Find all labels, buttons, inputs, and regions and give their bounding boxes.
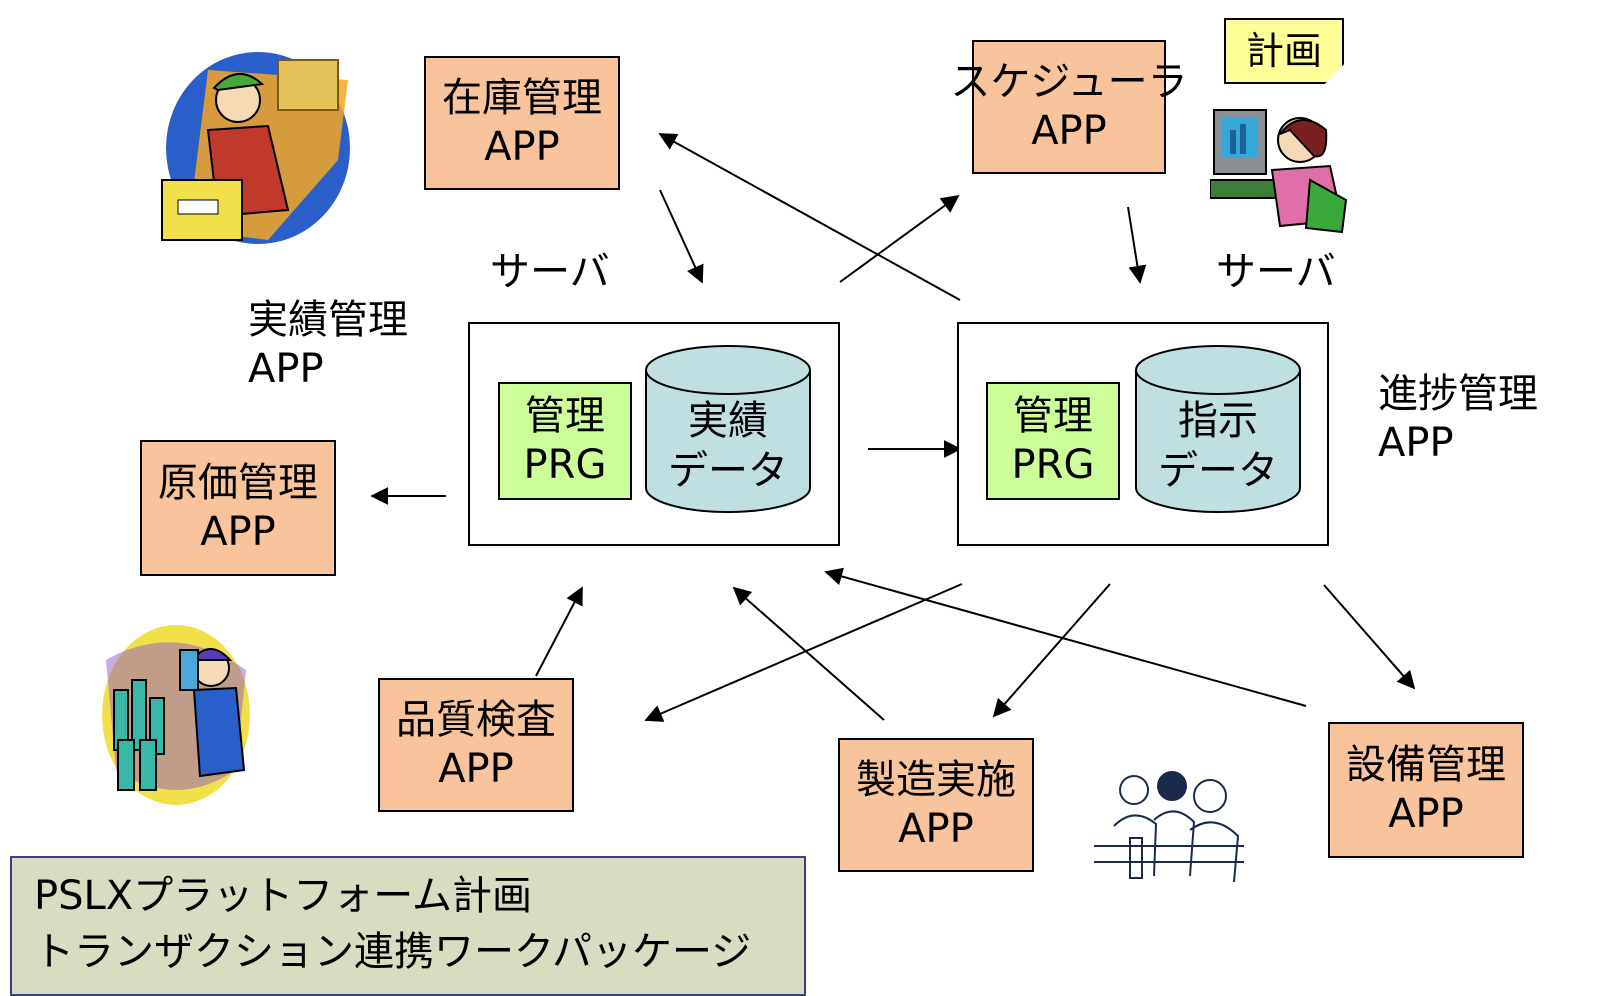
arrow-right-server-to-equipment [1323,584,1416,690]
server-right-prg-line2: PRG [1011,442,1095,488]
server-right-prg-line1: 管理 [1013,393,1093,440]
manufacturing-app-line1: 製造実施 [856,757,1016,804]
woman-at-computer-clipart [1210,109,1348,234]
equipment-app-line2: APP [1388,791,1464,837]
server-left-label: サーバ [490,249,610,295]
cost-app-line2: APP [200,509,276,555]
arrow-right-server-to-inventory [658,133,961,301]
manufacturing-app-line2: APP [898,806,974,852]
cost-app-line1: 原価管理 [158,460,318,507]
equipment-app-line1: 設備管理 [1346,742,1506,789]
inventory-app-box: 在庫管理 APP [424,56,620,190]
server-right-database-icon: 指示 データ [1135,345,1301,513]
footer-caption-box: PSLXプラットフォーム計画 トランザクション連携ワークパッケージ [10,856,806,996]
server-left-prg-line2: PRG [523,442,607,488]
server-left-db-line1: 実績 [688,398,768,444]
results-app-line2: APP [248,345,324,392]
arrow-equipment-to-left-server [824,567,1307,707]
workers-group-clipart [1094,771,1244,883]
arrow-scheduler-to-right-server [1127,206,1147,284]
inventory-app-line2: APP [484,124,560,170]
warehouse-worker-clipart [161,52,350,244]
cost-app-box: 原価管理 APP [140,440,336,576]
arrow-right-server-to-quality [644,583,963,722]
progress-app-line2: APP [1378,419,1454,466]
plan-note: 計画 [1224,18,1344,84]
server-right-label: サーバ [1216,249,1336,295]
quality-app-line2: APP [438,746,514,792]
quality-app-line1: 品質検査 [396,697,556,744]
inventory-app-line1: 在庫管理 [442,75,602,122]
server-right-db-line1: 指示 [1178,398,1258,444]
server-right-db-line2: データ [1158,448,1278,494]
results-app-line1: 実績管理 [248,297,408,343]
equipment-app-box: 設備管理 APP [1328,722,1524,858]
footer-line1: PSLXプラットフォーム計画 [34,873,532,919]
results-app-label: 実績管理 APP [248,296,408,394]
arrow-quality-to-left-server [535,586,583,677]
server-left-prg-box: 管理 PRG [498,382,632,500]
footer-line2: トランザクション連携ワークパッケージ [34,929,752,975]
scheduler-app-line2: APP [1031,108,1107,154]
arrow-inventory-to-left-server [659,189,704,284]
arrow-right-server-to-manufacturing [992,583,1111,718]
server-left-db-line2: データ [668,448,788,494]
scheduler-app-box: スケジューラ APP [950,40,1188,174]
progress-app-label: 進捗管理 APP [1378,370,1538,468]
scheduler-app-line1: スケジューラ [950,59,1188,106]
manufacturing-app-box: 製造実施 APP [838,738,1034,872]
plan-note-text: 計画 [1245,28,1322,73]
server-right-prg-box: 管理 PRG [986,382,1120,500]
arrow-manufacturing-to-left-server [732,586,885,721]
quality-app-box: 品質検査 APP [378,678,574,812]
progress-app-line1: 進捗管理 [1378,371,1538,417]
factory-worker-bottles-clipart [102,625,250,805]
server-left-prg-line1: 管理 [525,393,605,440]
arrow-left-server-to-scheduler [839,194,960,283]
server-left-database-icon: 実績 データ [645,345,811,513]
